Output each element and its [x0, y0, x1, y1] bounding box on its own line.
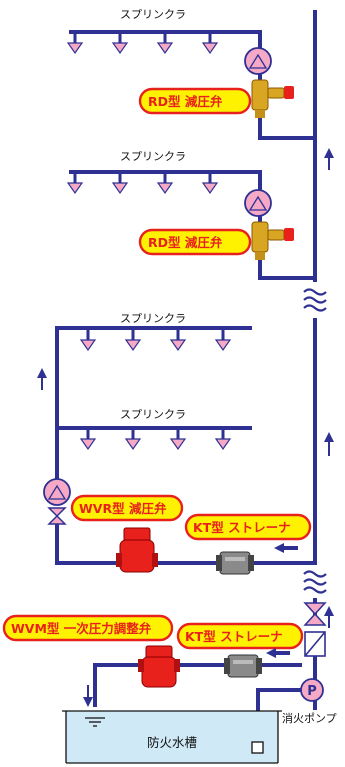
wvm-valve-label: WVM型 一次圧力調整弁 — [11, 621, 152, 636]
kt-strainer-badge: KT型 ストレーナ — [184, 513, 312, 541]
sprinkler-head-icon — [156, 30, 174, 55]
alarm-valve-icon — [244, 47, 272, 75]
sprinkler-head-icon — [66, 30, 84, 55]
kt-strainer-label: KT型 ストレーナ — [193, 520, 291, 535]
kt-strainer-icon — [216, 551, 254, 575]
wvr-pressure-reducing-valve-icon — [116, 527, 158, 573]
pipe-break-icon — [303, 288, 327, 312]
sprinkler-head-icon — [201, 170, 219, 195]
left-arrow-icon — [266, 648, 290, 658]
pump-return-piping — [93, 663, 304, 744]
sprinkler-head-icon — [111, 170, 129, 195]
sprinkler-label: スプリンクラ — [120, 150, 186, 163]
sprinkler-head-icon — [124, 426, 142, 451]
sprinkler-head-icon — [156, 170, 174, 195]
sprinkler-head-icon — [169, 426, 187, 451]
fire-water-tank: 防火水槽 — [62, 710, 282, 764]
sprinkler-head-icon — [201, 30, 219, 55]
sprinkler-branch-4: スプリンクラ — [79, 408, 232, 451]
rd-valve-label: RD型 減圧弁 — [148, 94, 223, 109]
alarm-valve-icon — [244, 189, 272, 217]
check-valve-icon — [304, 631, 326, 657]
gate-valve-icon — [47, 507, 67, 525]
down-arrow-icon — [83, 685, 93, 707]
rd-valve-label: RD型 減圧弁 — [148, 235, 223, 250]
sprinkler-label: スプリンクラ — [120, 408, 186, 421]
sprinkler-head-icon — [214, 326, 232, 352]
fire-pump-icon: P — [300, 678, 324, 702]
sprinkler-branch-1: スプリンクラ RD型 減圧弁 — [66, 8, 317, 140]
up-arrow-icon — [324, 432, 334, 456]
rd-valve-badge: RD型 減圧弁 — [138, 228, 252, 256]
wvm-valve-badge: WVM型 一次圧力調整弁 — [2, 614, 174, 642]
pump-label: 消火ポンプ — [282, 711, 337, 725]
rd-pressure-reducing-valve-icon — [251, 221, 294, 260]
kt-strainer-label: KT型 ストレーナ — [185, 629, 283, 644]
alarm-valve-icon — [43, 478, 71, 506]
wvr-valve-label: WVR型 減圧弁 — [79, 501, 167, 516]
up-arrow-icon — [324, 148, 334, 170]
wvm-pressure-regulating-valve-icon — [138, 645, 180, 688]
sprinkler-head-icon — [124, 326, 142, 352]
pipe-break-icon — [303, 570, 327, 594]
kt-strainer-badge: KT型 ストレーナ — [176, 622, 304, 650]
sprinkler-head-icon — [169, 326, 187, 352]
up-arrow-icon — [37, 368, 47, 390]
left-arrow-icon — [274, 543, 298, 553]
sprinkler-head-icon — [214, 426, 232, 451]
sprinkler-head-icon — [79, 326, 97, 352]
up-arrow-icon — [324, 606, 334, 628]
rd-pressure-reducing-valve-icon — [251, 79, 294, 118]
sprinkler-label: スプリンクラ — [120, 8, 186, 21]
sprinkler-head-icon — [111, 30, 129, 55]
pump-symbol: P — [307, 684, 317, 699]
sprinkler-branch-2: スプリンクラ RD型 減圧弁 — [66, 150, 317, 280]
sprinkler-branch-3: スプリンクラ — [79, 312, 232, 352]
wvr-valve-badge: WVR型 減圧弁 — [70, 494, 184, 522]
tank-label: 防火水槽 — [147, 735, 197, 750]
sprinkler-label: スプリンクラ — [120, 312, 186, 325]
gate-valve-icon — [303, 602, 327, 626]
kt-strainer-icon — [224, 654, 262, 678]
sprinkler-head-icon — [79, 426, 97, 451]
rd-valve-badge: RD型 減圧弁 — [138, 87, 252, 115]
sprinkler-head-icon — [66, 170, 84, 195]
